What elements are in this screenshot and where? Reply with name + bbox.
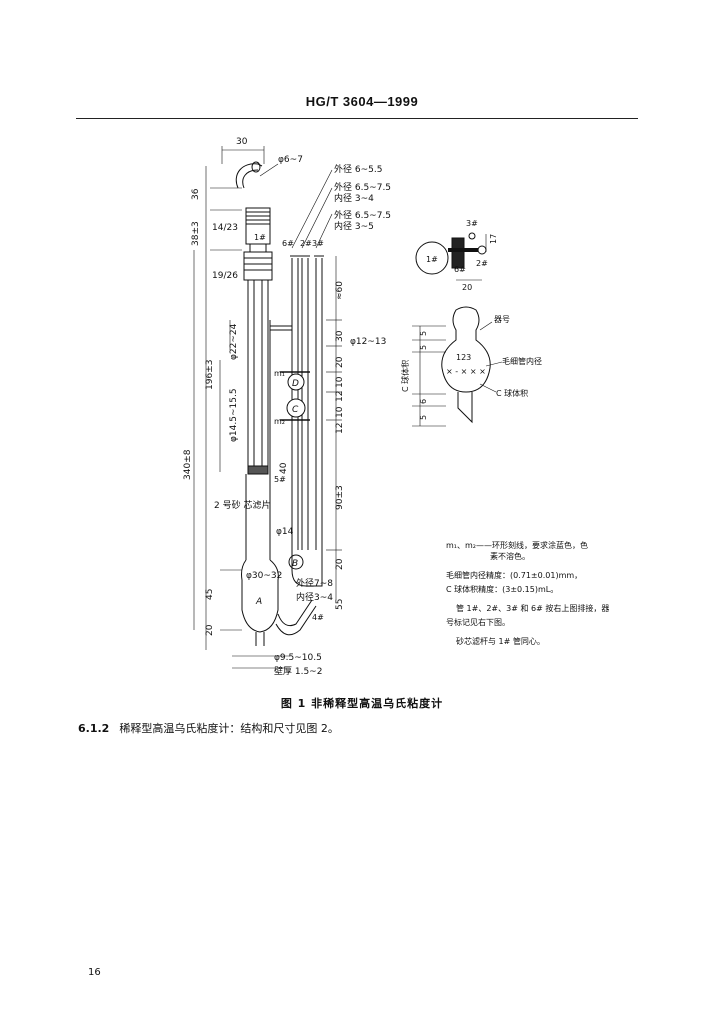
bulb-c-label: C — [292, 405, 299, 415]
tube-1-label: 1# — [254, 233, 266, 242]
detail-dim-5b: 5 — [419, 345, 428, 350]
dim-r55: 55 — [335, 599, 345, 610]
topview-tube-3: 3# — [466, 219, 478, 228]
dim-r10: 10 — [335, 376, 345, 388]
standard-code: HG/T 3604—1999 — [305, 94, 419, 109]
dim-38: 38±3 — [191, 221, 201, 246]
tube-6-label: 6# — [282, 239, 294, 248]
dim-14-23: 14/23 — [212, 223, 238, 233]
callout-d30-32: φ30~32 — [246, 571, 282, 581]
dim-r20: 20 — [335, 356, 345, 368]
tube-2-label: 2# — [300, 239, 312, 248]
mark-m2-label: m₂ — [274, 417, 285, 426]
detail-serial-number: 123 — [456, 353, 471, 362]
detail-c-vol-axis: C 球体积 — [400, 360, 410, 392]
section-6-1-2: 6.1.2 稀释型高温乌氏粘度计：结构和尺寸见图 2。 — [78, 720, 339, 736]
dim-top-30: 30 — [236, 137, 248, 147]
dim-r30: 30 — [335, 330, 345, 342]
dim-45: 45 — [205, 589, 215, 600]
dim-196: 196±3 — [205, 360, 215, 390]
figure-caption: 图 1 非稀释型高温乌氏粘度计 — [280, 697, 444, 710]
note-line-7: 砂芯滤杆与 1# 管同心。 — [456, 637, 545, 646]
section-text: 稀释型高温乌氏粘度计：结构和尺寸见图 2。 — [119, 722, 339, 735]
note-line-4: C 球体积精度：(3±0.15)mL。 — [446, 585, 559, 594]
note-line-6: 号标记见右下图。 — [446, 618, 510, 627]
section-number: 6.1.2 — [78, 722, 110, 735]
note-line-5: 管 1#、2#、3# 和 6# 按右上图排接，器 — [456, 604, 610, 613]
topview-tube-6: 6# — [454, 265, 466, 274]
bulb-d-label: D — [292, 379, 299, 389]
header-rule — [76, 118, 638, 119]
callout-id-3-4-a: 内径 3~4 — [334, 192, 374, 204]
topview-dim-17: 17 — [489, 234, 498, 244]
detail-bulb-vol-label: C 球体积 — [496, 388, 528, 398]
dim-r20b: 20 — [335, 558, 345, 570]
callout-id-3-5: 内径 3~5 — [334, 220, 374, 232]
detail-capillary-label: 毛细管内径 — [502, 356, 542, 366]
dim-36: 36 — [191, 188, 201, 200]
dim-19-26: 19/26 — [212, 271, 238, 281]
topview-tube-2: 2# — [476, 259, 488, 268]
callout-od-6-5-5: 外径 6~5.5 — [334, 163, 382, 175]
callout-d12-13: φ12~13 — [350, 337, 386, 347]
tube-5-label: 5# — [274, 475, 286, 484]
callout-od-6-5-7-5-b: 外径 6.5~7.5 — [334, 209, 391, 221]
tube-4-label: 4# — [312, 613, 324, 622]
detail-serial-label: 器号 — [494, 315, 510, 324]
callout-id-3-4-b: 内径3~4 — [296, 591, 333, 603]
callout-frit: 2 号砂 芯滤片 — [214, 499, 270, 511]
bulb-a-label: A — [255, 597, 262, 607]
dim-20: 20 — [205, 624, 215, 636]
viscometer-figure: 30 φ6~7 36 38±3 14/23 19/26 196±3 φ22~24… — [183, 137, 542, 677]
dim-r40: 40 — [279, 462, 289, 474]
dim-r60: ≈60 — [335, 281, 345, 300]
callout-od-6-5-7-5-a: 外径 6.5~7.5 — [334, 181, 391, 193]
detail-dim-5c: 5 — [419, 415, 428, 420]
note-line-3: 毛细管内径精度：(0.71±0.01)mm， — [446, 571, 583, 580]
dim-r12a: 12 — [335, 391, 345, 402]
topview-dim-20: 20 — [462, 283, 472, 292]
callout-d14: φ14 — [276, 527, 294, 537]
detail-dim-6: 6 — [419, 399, 428, 404]
dim-d14-5: φ14.5~15.5 — [229, 388, 239, 442]
note-line-2: 素不溶色。 — [490, 552, 530, 561]
dim-r12b: 12 — [335, 423, 345, 434]
note-line-1: m₁、m₂——环形刻线，要求涂蓝色，色 — [446, 541, 588, 550]
tube-3-label: 3# — [312, 239, 324, 248]
dim-r10b: 10 — [335, 406, 345, 418]
callout-wall: 壁厚 1.5~2 — [274, 665, 322, 677]
detail-capillary-marks: × - × × × — [446, 367, 486, 376]
callout-od-7-8: 外径7~8 — [296, 577, 333, 589]
dim-r90: 90±3 — [335, 485, 345, 510]
callout-d9-5: φ9.5~10.5 — [274, 653, 322, 663]
mark-m1-label: m₁ — [274, 369, 285, 378]
bulb-b-label: B — [292, 559, 298, 569]
page-number: 16 — [88, 967, 101, 978]
dim-d22-24: φ22~24 — [229, 323, 239, 360]
topview-tube-1: 1# — [426, 255, 438, 264]
detail-dim-5a: 5 — [419, 331, 428, 336]
dim-340: 340±8 — [183, 449, 193, 480]
dim-d6-7: φ6~7 — [278, 155, 303, 165]
